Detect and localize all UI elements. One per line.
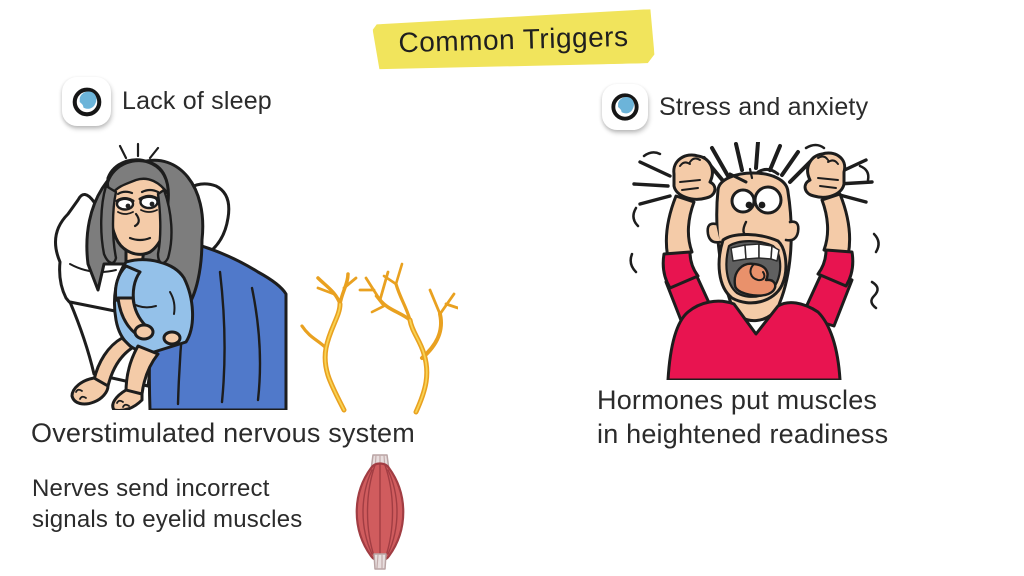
face-features [115, 188, 160, 242]
caption-line-1: Nerves send incorrect [32, 475, 270, 502]
trigger-label-stress-anxiety: Stress and anxiety [659, 92, 869, 121]
sleeve-cuff [661, 250, 700, 290]
forearm [664, 194, 696, 260]
shirt-body [666, 299, 842, 380]
forearm [820, 192, 852, 258]
ear [784, 220, 800, 242]
trigger-item-stress-anxiety: Stress and anxiety [602, 84, 868, 130]
hand [133, 323, 155, 341]
page-title: Common Triggers [398, 20, 629, 59]
eyelid-muscle-svg [355, 454, 405, 570]
caption-line-2: signals to eyelid muscles [32, 506, 303, 533]
nerve-fibers-illustration [288, 250, 458, 415]
eyelid-muscle-illustration [350, 452, 410, 572]
stressed-man-svg [629, 142, 880, 380]
hand [162, 330, 182, 346]
stressed-man-illustration [628, 142, 890, 380]
foot [111, 388, 144, 410]
trigger-item-lack-of-sleep: Lack of sleep [62, 77, 272, 126]
tired-woman-svg [54, 142, 288, 410]
muscle-fibers [362, 463, 398, 561]
ear [706, 222, 722, 244]
fist [803, 151, 847, 199]
face-features [728, 167, 783, 238]
caption-hormones-readiness: Hormones put muscles in heightened readi… [597, 383, 888, 451]
hair-spikes [702, 142, 812, 184]
nerve-fibers-svg [300, 262, 458, 415]
eye-icon [602, 84, 648, 130]
man-group [629, 142, 880, 380]
sleeve-cuff [816, 248, 855, 288]
muscle-group [355, 454, 405, 570]
fist [672, 153, 717, 201]
nerve-strokes [300, 262, 458, 415]
stress-marks [629, 143, 880, 310]
hair-side [100, 184, 118, 265]
trigger-label-lack-of-sleep: Lack of sleep [122, 87, 272, 115]
caption-line-1: Hormones put muscles [597, 385, 878, 415]
muscle-tendon-bottom [373, 553, 387, 570]
woman-group [70, 142, 205, 410]
eye-icon [62, 77, 111, 126]
hair-side [156, 188, 173, 265]
caption-nerve-signals: Nerves send incorrect signals to eyelid … [32, 473, 302, 535]
caption-line-2: in heightened readiness [597, 419, 889, 449]
eye-icon-glyph [72, 87, 101, 116]
tired-woman-illustration [30, 142, 290, 410]
title-highlight: Common Triggers [372, 9, 654, 71]
caption-overstimulated-nervous-system: Overstimulated nervous system [31, 418, 415, 448]
eye-icon-glyph [611, 93, 639, 121]
